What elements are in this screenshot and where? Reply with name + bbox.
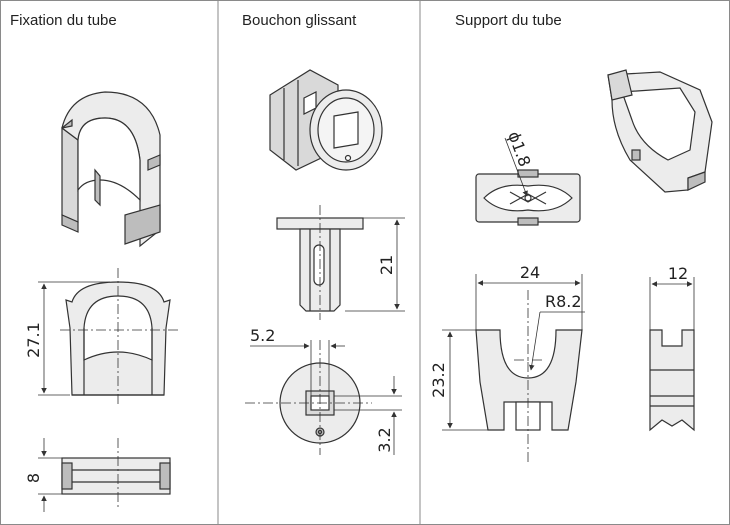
dim-text-23-2: 23.2	[429, 362, 448, 398]
dim-fixation-width	[38, 438, 62, 512]
dim-bouchon-slot	[250, 340, 345, 396]
dim-bouchon-height	[345, 217, 405, 312]
dim-support-width	[475, 274, 583, 330]
dim-text-5-2: 5.2	[250, 326, 275, 345]
bouchon-isometric-view	[269, 69, 383, 171]
fixation-front-centerlines	[60, 268, 178, 405]
support-isometric-view	[607, 69, 713, 193]
title-support-du-tube: Support du tube	[455, 12, 562, 29]
support-front-view	[475, 329, 583, 431]
dim-text-21: 21	[377, 255, 396, 275]
support-side-view	[649, 329, 695, 432]
dim-fixation-height	[38, 281, 110, 396]
support-front-centerlines	[514, 290, 542, 462]
dim-text-8: 8	[24, 473, 43, 483]
dim-support-hole-leader	[504, 137, 528, 197]
support-top-view	[475, 169, 581, 226]
bouchon-top-centerlines	[245, 340, 372, 455]
dim-bouchon-offset	[334, 376, 402, 455]
title-fixation-du-tube: Fixation du tube	[10, 12, 117, 29]
dim-text-24: 24	[520, 263, 540, 282]
fixation-isometric-view	[61, 91, 161, 248]
dim-text-3-2: 3.2	[375, 427, 394, 452]
dim-support-radius-leader	[529, 311, 585, 371]
dim-support-height	[442, 329, 488, 431]
dim-support-depth	[649, 277, 695, 330]
title-bouchon-glissant: Bouchon glissant	[242, 12, 357, 29]
dim-text-12: 12	[668, 264, 688, 283]
dim-text-r8-2: R8.2	[545, 292, 582, 311]
dim-text-27-1: 27.1	[24, 322, 43, 358]
fixation-side-view	[61, 457, 171, 495]
